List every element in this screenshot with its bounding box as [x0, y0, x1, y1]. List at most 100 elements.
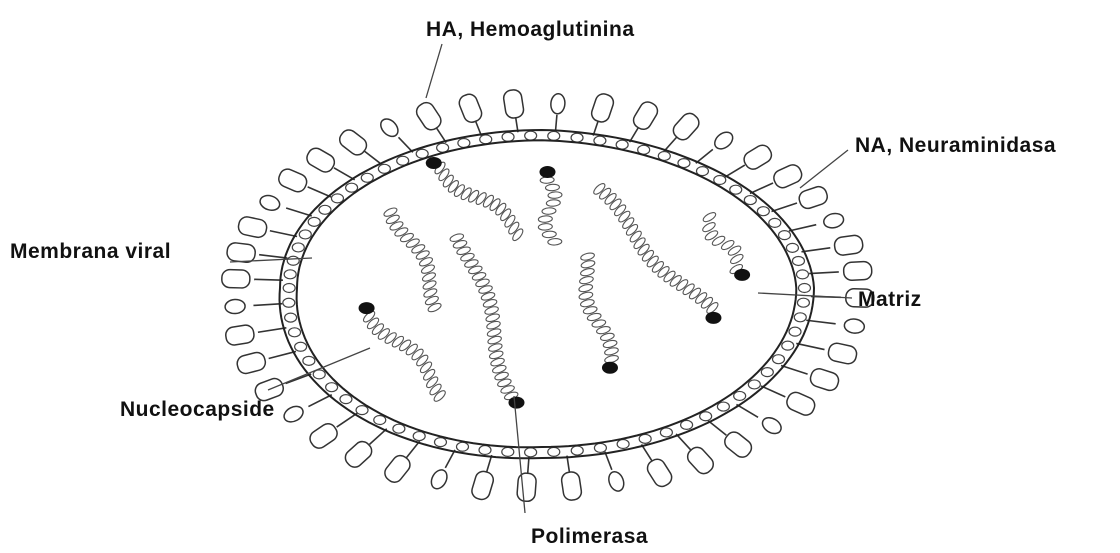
hemagglutinin-leader	[426, 44, 442, 98]
hemagglutinin-spike	[676, 434, 716, 477]
matrix-protein	[796, 270, 808, 279]
neuraminidase-leader	[800, 150, 848, 188]
hemagglutinin-spike	[237, 215, 297, 238]
matrix-protein	[283, 284, 295, 293]
matrix-protein	[681, 420, 693, 429]
matrix-protein	[639, 434, 651, 443]
matrix-protein	[289, 328, 301, 337]
polymerase-label: Polimerasa	[531, 525, 648, 548]
matrix-protein	[594, 443, 606, 452]
hemagglutinin-spike	[561, 456, 583, 502]
nucleocapsid-strand	[701, 211, 750, 281]
matrix-protein	[571, 446, 583, 455]
matrix-protein	[782, 341, 794, 350]
nucleocapsid-strand	[538, 166, 562, 245]
membrane-label: Membrana viral	[10, 240, 171, 263]
matrix-protein	[700, 412, 712, 421]
hemagglutinin-spike	[801, 234, 863, 256]
matrix-protein	[792, 256, 804, 265]
matrix-protein	[779, 231, 791, 240]
hemagglutinin-spike	[781, 365, 841, 392]
matrix-protein	[761, 368, 773, 377]
matrix-protein	[548, 447, 560, 456]
nucleocapsid-strand	[426, 157, 525, 242]
hemagglutinin-spike	[664, 110, 702, 151]
neuraminidase-spike	[696, 129, 736, 163]
nucleocapsid-strand	[359, 302, 447, 403]
matrix-protein	[284, 270, 296, 279]
nucleocapsid-strand	[578, 252, 619, 374]
polymerase-complex	[359, 302, 375, 314]
matrix-protein	[769, 218, 781, 227]
neuraminidase-spike	[736, 404, 784, 436]
polymerase-complex	[705, 312, 721, 324]
matrix-protein	[319, 205, 331, 214]
matrix-protein	[797, 298, 809, 307]
hemagglutinin-spike	[641, 444, 674, 489]
nucleocapsid-strand	[383, 206, 443, 313]
hemagglutinin-spike	[307, 413, 357, 451]
polymerase-complex	[539, 166, 555, 178]
hemagglutinin-spike	[414, 100, 447, 143]
matrix-protein	[434, 438, 446, 447]
matrix-protein	[798, 284, 810, 293]
nucleocapsid-strands	[359, 157, 751, 409]
neuraminidase-label: NA, Neuraminidasa	[855, 134, 1056, 157]
hemagglutinin-spike	[590, 92, 616, 136]
matrix-protein	[393, 424, 405, 433]
polymerase-complex	[734, 269, 750, 281]
hemagglutinin-label: HA, Hemoaglutinina	[426, 18, 635, 41]
matrix-protein	[283, 298, 295, 307]
matrix-protein	[287, 256, 299, 265]
hemagglutinin-spike	[457, 92, 484, 136]
hemagglutinin-spike	[517, 457, 537, 502]
matrix-protein	[789, 327, 801, 336]
matrix-protein	[292, 243, 304, 252]
matrix-protein	[413, 432, 425, 441]
matrix-protein	[594, 136, 606, 145]
matrix-protein	[525, 448, 537, 457]
matrix-protein	[525, 131, 537, 140]
matrix-leader	[758, 293, 852, 298]
nucleocapsid-label: Nucleocapside	[120, 398, 275, 421]
neuraminidase-spike	[550, 93, 566, 132]
matrix-protein	[794, 313, 806, 322]
matrix-protein	[356, 406, 368, 415]
matrix-protein	[717, 402, 729, 411]
hemagglutinin-spike	[222, 269, 283, 288]
neuraminidase-spike	[258, 193, 311, 216]
matrix-protein	[757, 207, 769, 216]
matrix-protein	[299, 230, 311, 239]
hemagglutinin-spike	[708, 421, 755, 461]
matrix-protein	[326, 383, 338, 392]
hemagglutinin-spike	[304, 145, 355, 179]
hemagglutinin-spike	[225, 324, 287, 346]
matrix-protein	[786, 243, 798, 252]
neuraminidase-spike	[605, 452, 627, 494]
hemagglutinin-spike	[630, 99, 661, 142]
matrix-protein	[340, 395, 352, 404]
matrix-protein	[295, 342, 307, 351]
polymerase-complex	[602, 362, 618, 374]
nucleocapsid-strand	[592, 182, 721, 324]
matrix-protein	[480, 135, 492, 144]
neuraminidase-spike	[281, 395, 331, 425]
neuraminidase-spike	[377, 116, 412, 153]
hemagglutinin-spike	[337, 127, 383, 165]
matrix-protein	[303, 356, 315, 365]
hemagglutinin-spike	[796, 342, 858, 366]
matrix-protein	[502, 447, 514, 456]
matrix-protein	[374, 416, 386, 425]
surface-glycoproteins	[222, 89, 875, 502]
matrix-protein	[772, 355, 784, 364]
hemagglutinin-spike	[809, 261, 872, 280]
hemagglutinin-spike	[503, 89, 525, 133]
matrix-protein	[571, 133, 583, 142]
matrix-protein	[548, 131, 560, 140]
matrix-protein	[744, 196, 756, 205]
matrix-protein	[456, 442, 468, 451]
matrix-protein	[331, 194, 343, 203]
polymerase-complex	[508, 397, 524, 409]
nucleocapsid-strand	[449, 232, 524, 408]
